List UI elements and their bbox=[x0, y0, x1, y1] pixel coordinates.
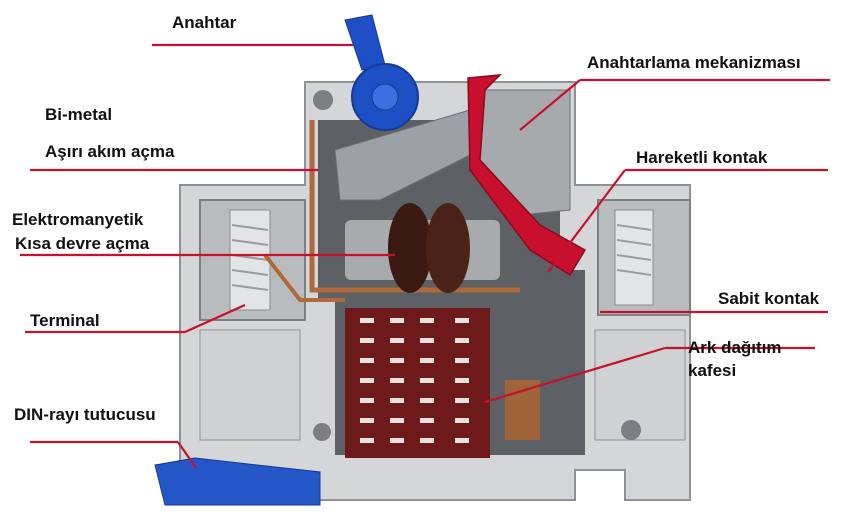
lower-left-hole bbox=[313, 423, 331, 441]
label-terminal: Terminal bbox=[30, 311, 100, 330]
leader-lines bbox=[20, 43, 830, 469]
label-ark-dagitim-line1: Ark dağıtım bbox=[688, 338, 782, 357]
right-screw-threads bbox=[616, 224, 652, 276]
arc-runner bbox=[505, 380, 540, 440]
leader-ark-diag bbox=[484, 346, 666, 404]
lower-left-block bbox=[199, 329, 301, 441]
label-anahtar: Anahtar bbox=[172, 13, 237, 32]
switch-handle bbox=[344, 14, 386, 71]
coil-left bbox=[388, 203, 432, 293]
moving-contact-lever bbox=[467, 74, 587, 277]
top-left-hole bbox=[313, 90, 333, 110]
label-asiri-akim-acma: Aşırı akım açma bbox=[45, 142, 175, 161]
coil-right bbox=[426, 203, 470, 293]
lower-right-block bbox=[594, 329, 686, 441]
label-bi-metal: Bi-metal bbox=[45, 105, 113, 124]
leader-hareketli-diag bbox=[547, 169, 626, 273]
label-din-rayi-tutucusu: DIN-rayı tutucusu bbox=[14, 405, 156, 424]
label-kisa-devre-acma: Kısa devre açma bbox=[15, 234, 150, 253]
left-screw-threads bbox=[231, 224, 269, 291]
label-ark-dagitim-line2: kafesi bbox=[688, 361, 737, 380]
leader-anahtarlama-diag bbox=[519, 79, 581, 131]
label-hareketli-kontak: Hareketli kontak bbox=[636, 148, 768, 167]
arc-chute-plates bbox=[360, 318, 469, 443]
label-sabit-kontak: Sabit kontak bbox=[718, 289, 820, 308]
din-rail-clip bbox=[154, 457, 321, 506]
leader-din-diag bbox=[177, 441, 197, 469]
label-elektromanyetik: Elektromanyetik bbox=[12, 210, 144, 229]
copper-conductor bbox=[263, 253, 345, 302]
mechanism-linkage bbox=[334, 109, 501, 201]
label-anahtarlama-mekanizmasi: Anahtarlama mekanizması bbox=[587, 53, 801, 72]
lower-right-hole bbox=[621, 420, 641, 440]
switch-rotor-hub bbox=[371, 83, 399, 111]
leader-terminal-diag bbox=[184, 303, 246, 334]
